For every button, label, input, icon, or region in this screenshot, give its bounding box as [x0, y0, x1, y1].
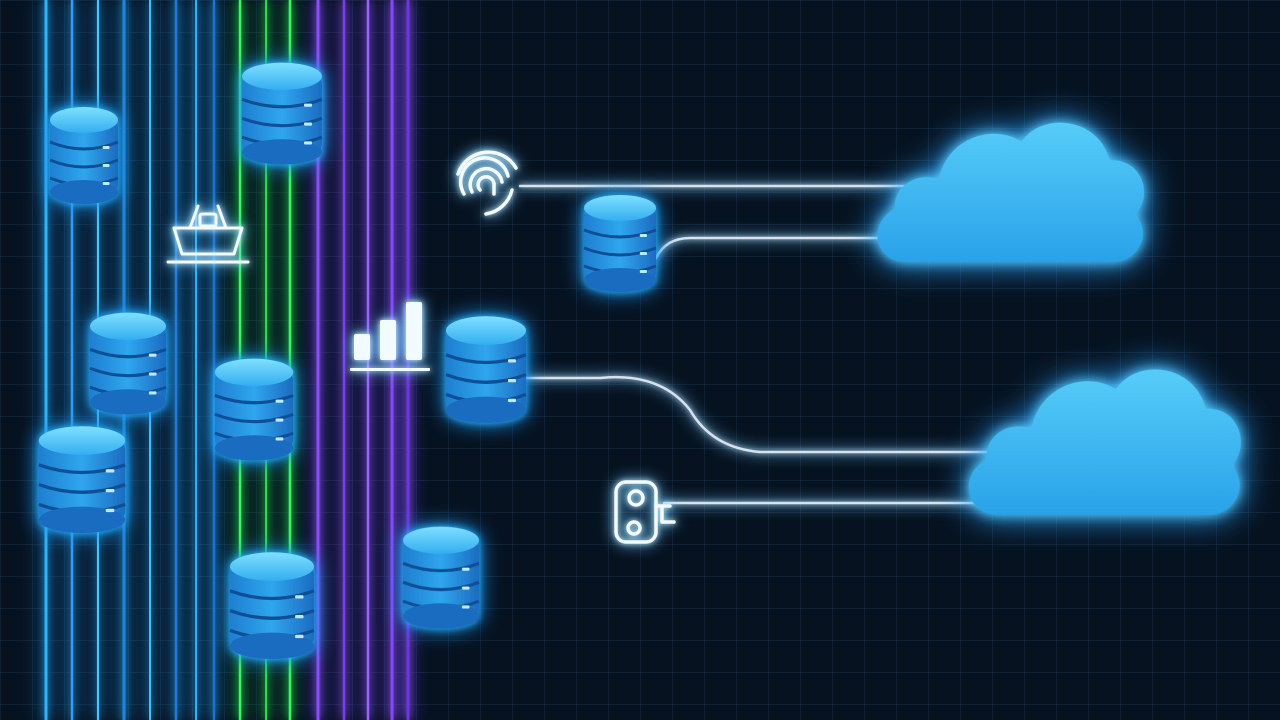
bar-chart-icon: [350, 302, 430, 371]
database-icon: [48, 105, 120, 206]
database-icon: [213, 357, 295, 463]
connector-database-to-cloud-bottom: [524, 376, 997, 454]
database-icon: [37, 424, 127, 535]
database-icon: [582, 193, 658, 294]
database-icon: [240, 61, 324, 167]
database-icon: [401, 525, 481, 631]
connectors: [518, 184, 1007, 505]
robot-icon: [614, 480, 676, 544]
shopping-basket-icon: [166, 204, 250, 264]
fingerprint-icon: [456, 150, 518, 216]
database-icon: [228, 550, 316, 661]
database-icon: [88, 311, 168, 417]
connector-database-to-cloud-top: [654, 236, 902, 260]
database-icon: [444, 314, 528, 425]
